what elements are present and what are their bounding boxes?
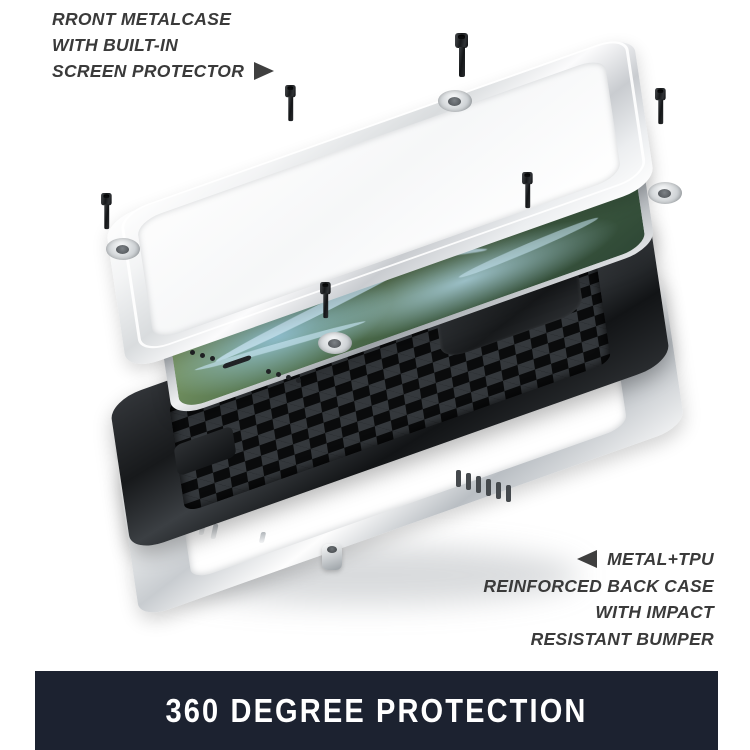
hex-screw [320,282,331,319]
tpu-fin [496,482,501,499]
tpu-fin [506,485,511,502]
screw-head-icon [455,33,468,48]
screw-head-icon [320,282,331,295]
hex-screw [455,33,468,77]
hex-screw [285,85,296,122]
phone-speaker-hole [266,369,271,374]
phone-speaker-hole [210,356,215,361]
screw-head-icon [285,85,296,98]
callout-back-case: METAL+TPU REINFORCED BACK CASE WITH IMPA… [483,546,714,652]
screw-shaft [322,293,328,319]
callout-front-line-1: RRONT METALCASE [52,9,232,29]
tpu-fin [456,470,461,487]
tpu-fin [486,479,491,496]
phone-speaker-hole [190,350,195,355]
callout-back-line-1: METAL+TPU [483,546,714,573]
corner-screw-hole [448,97,461,106]
banner-title: 360 DEGREE PROTECTION [165,691,588,729]
callout-front-line-3-text: SCREEN PROTECTOR [52,61,245,81]
arrow-right-icon [254,62,275,81]
hex-screw [101,193,112,230]
callout-back-line-3: WITH IMPACT [595,602,714,622]
tpu-fin [476,476,481,493]
phone-speaker-hole [276,372,281,377]
screw-head-icon [655,88,666,101]
screw-shaft [524,183,530,209]
screw-shaft [657,99,663,125]
tpu-fin [466,473,471,490]
callout-front-line-3: SCREEN PROTECTOR [52,58,275,84]
bottom-banner: 360 DEGREE PROTECTION [35,671,718,750]
hex-screw [522,172,533,209]
screw-head-icon [101,193,112,206]
corner-screw-hole [328,339,341,348]
arrow-left-icon [577,550,598,569]
callout-front-case: RRONT METALCASE WITH BUILT-IN SCREEN PRO… [52,6,275,84]
hex-screw [655,88,666,125]
callout-front-line-2: WITH BUILT-IN [52,35,179,55]
screw-shaft [458,47,465,77]
callout-back-line-1-text: METAL+TPU [607,549,714,569]
screw-head-icon [522,172,533,185]
layer-front-metal-frame [100,33,682,389]
phone-speaker-hole [286,375,291,380]
callout-back-line-2: REINFORCED BACK CASE [483,575,714,596]
callout-back-line-4: RESISTANT BUMPER [530,628,714,649]
screw-post [322,544,342,570]
layer-phone-device [148,111,688,437]
screw-shaft [103,204,109,230]
phone-speaker-hole [296,378,301,383]
layer-tpu-mesh-back [104,210,704,580]
corner-screw-hole [658,189,671,198]
phone-speaker-hole [200,353,205,358]
screw-shaft [287,96,293,122]
corner-screw-hole [116,245,129,254]
exploded-product-illustration [100,33,704,640]
